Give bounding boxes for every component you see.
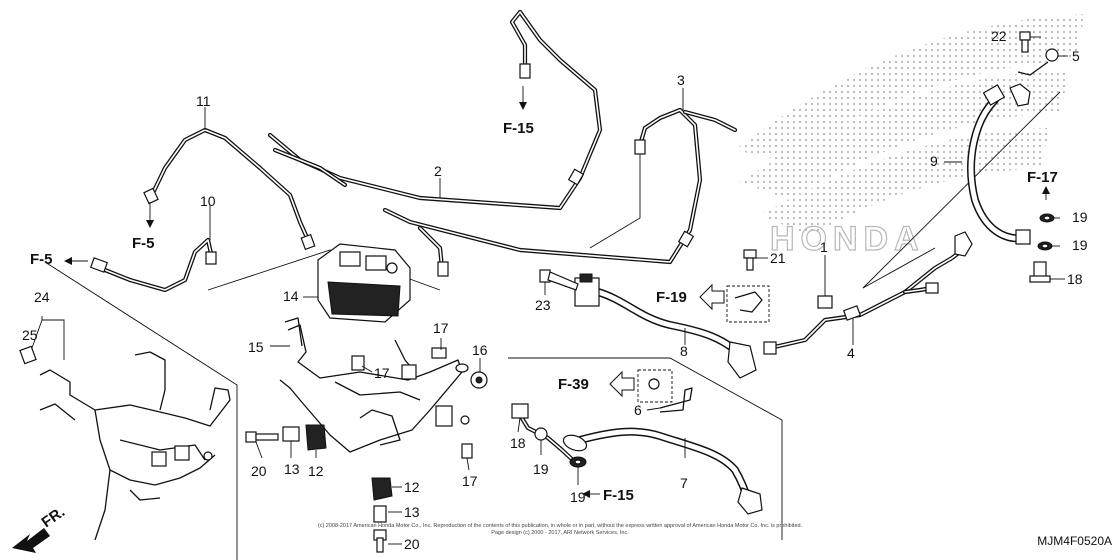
brake-hose-9 (967, 83, 1031, 245)
direction-label: FR. (39, 503, 69, 531)
abs-modulator-14 (317, 243, 411, 323)
part-number-18b: 18 (1067, 271, 1083, 287)
part-number-6: 6 (634, 402, 642, 418)
copyright-line-2: Page design (c) 2000 - 2017, ARI Network… (491, 530, 629, 536)
mount-bracket-24 (39, 351, 231, 541)
section-ref-f5a[interactable]: F-5 (132, 235, 155, 252)
part-number-12b: 12 (404, 479, 420, 495)
section-ref-f15b[interactable]: F-15 (603, 487, 634, 504)
brake-pipe-2 (267, 9, 603, 211)
part-number-17a: 17 (433, 320, 449, 336)
part-number-19d: 19 (570, 489, 586, 505)
part-number-10: 10 (200, 193, 216, 209)
part-number-20a: 20 (251, 463, 267, 479)
watermark-text: HONDA (770, 220, 925, 258)
part-number-19c: 19 (533, 461, 549, 477)
part-number-12a: 12 (308, 463, 324, 479)
section-ref-f15a[interactable]: F-15 (503, 120, 534, 137)
section-dividers (44, 91, 1061, 560)
part-number-3: 3 (677, 72, 685, 88)
part-number-22: 22 (991, 28, 1007, 44)
drawing-code: MJM4F0520A (1037, 534, 1112, 548)
part-number-15: 15 (248, 339, 264, 355)
part-number-19b: 19 (1072, 237, 1088, 253)
part-number-19a: 19 (1072, 209, 1088, 225)
brake-pipe-3 (382, 107, 738, 277)
brake-hose-7 (517, 412, 763, 515)
part-number-5: 5 (1072, 48, 1080, 64)
part-number-8: 8 (680, 343, 688, 359)
brake-hose-8 (574, 273, 757, 379)
reference-arrows (64, 86, 1050, 498)
section-ref-f39[interactable]: F-39 (558, 376, 589, 393)
part-number-9: 9 (930, 153, 938, 169)
part-number-21: 21 (770, 250, 786, 266)
section-ref-f17[interactable]: F-17 (1027, 169, 1058, 186)
honda-wing-watermark: HONDA (735, 14, 1085, 259)
part-number-14: 14 (283, 288, 299, 304)
front-direction-arrow: FR. (12, 503, 68, 553)
part-number-1: 1 (820, 239, 828, 255)
part-number-2: 2 (434, 163, 442, 179)
part-number-13b: 13 (404, 504, 420, 520)
brake-pipe-10 (89, 237, 217, 293)
part-number-13a: 13 (284, 461, 300, 477)
part-number-4: 4 (847, 345, 855, 361)
part-number-23: 23 (535, 297, 551, 313)
copyright-line-1: (c) 2008-2017 American Honda Motor Co., … (318, 523, 803, 529)
part-number-7: 7 (680, 475, 688, 491)
part-number-17b: 17 (374, 365, 390, 381)
part-number-16: 16 (472, 342, 488, 358)
part-number-17c: 17 (462, 473, 478, 489)
part-number-11: 11 (196, 93, 211, 109)
leader-lines (31, 36, 1068, 545)
part-number-18a: 18 (510, 435, 526, 451)
brake-pipe-11 (143, 127, 316, 251)
part-number-20b: 20 (404, 536, 420, 552)
section-ref-f19[interactable]: F-19 (656, 289, 687, 306)
part-number-25: 25 (22, 327, 38, 343)
abs-bracket-15 (279, 317, 470, 453)
brake-pipe-4 (763, 231, 973, 355)
section-ref-f5b[interactable]: F-5 (30, 251, 53, 268)
small-parts (19, 31, 1059, 553)
part-number-24: 24 (34, 289, 50, 305)
